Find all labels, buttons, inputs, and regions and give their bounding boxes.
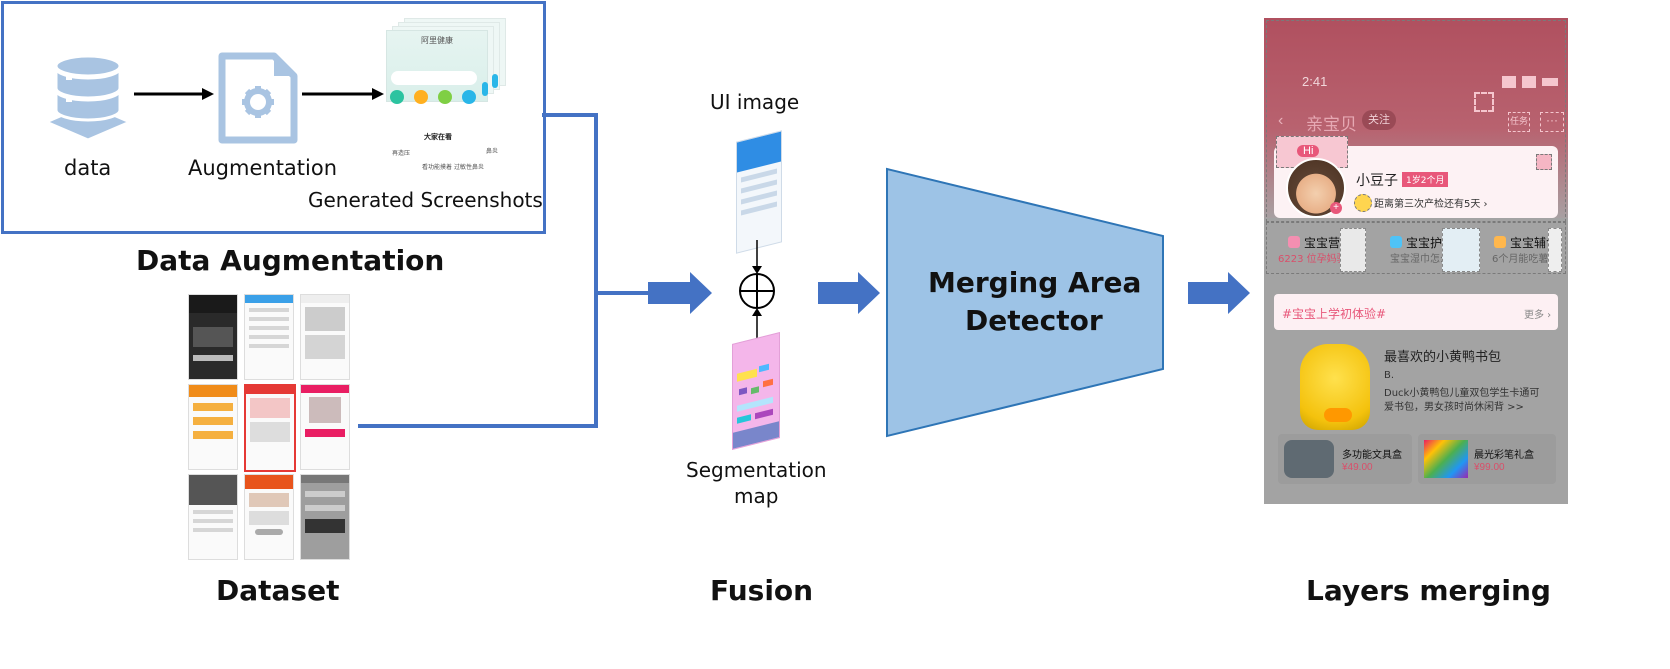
category-1-sub: 6223 位孕妈验证 bbox=[1278, 254, 1357, 265]
segmentation-map-thumbnail bbox=[732, 332, 780, 450]
category-1-icon bbox=[1288, 236, 1300, 248]
follow-label: 关注 bbox=[1368, 113, 1390, 126]
arrow-augmentation-to-screenshots bbox=[302, 88, 384, 100]
product-desc-line2: 爱书包，男女孩时尚休闲背 >> bbox=[1384, 402, 1524, 413]
screenshot-item-1: 再造压 bbox=[392, 150, 411, 157]
item-1-price: ¥49.00 bbox=[1342, 462, 1373, 473]
dataset-thumb-5 bbox=[244, 384, 296, 472]
item-2-image bbox=[1424, 440, 1468, 478]
screenshot-item-2: 看功能摸着 bbox=[422, 164, 453, 171]
layers-merging-screen: 2:41 ‹ 亲宝贝 关注 任务 ··· Hi + 小豆子 1岁2个月 距离第三… bbox=[1264, 18, 1568, 504]
database-icon bbox=[42, 54, 134, 142]
status-icons bbox=[1502, 76, 1560, 88]
ui-image-label: UI image bbox=[710, 90, 800, 114]
dataset-thumb-9 bbox=[300, 474, 350, 560]
merging-area-detector-shape bbox=[886, 167, 1164, 438]
dataset-grid bbox=[188, 294, 350, 560]
item-1-name: 多功能文具盒 bbox=[1342, 450, 1402, 461]
dataset-thumb-6 bbox=[300, 384, 350, 470]
dataset-thumb-7 bbox=[188, 474, 238, 560]
topic-banner-more[interactable]: 更多 › bbox=[1524, 310, 1552, 321]
qr-icon[interactable] bbox=[1474, 92, 1494, 112]
dataset-thumb-1 bbox=[188, 294, 238, 380]
more-icon[interactable]: ··· bbox=[1540, 112, 1564, 132]
screenshot-title: 阿里健康 bbox=[421, 36, 453, 45]
fusion-title: Fusion bbox=[710, 574, 814, 607]
task-button[interactable]: 任务 bbox=[1508, 112, 1530, 132]
arrow-fusion-to-detector bbox=[818, 272, 880, 314]
dataset-thumb-8 bbox=[244, 474, 294, 560]
screenshot-item-4: 鼻炎 bbox=[486, 148, 499, 155]
file-gear-icon bbox=[218, 52, 298, 144]
generated-screenshots-label: Generated Screenshots bbox=[308, 188, 543, 212]
data-augmentation-box bbox=[1, 1, 546, 234]
segmentation-label-line2: map bbox=[734, 484, 779, 508]
dataset-thumb-4 bbox=[188, 384, 238, 470]
detector-label-line2: Detector bbox=[965, 304, 1103, 337]
category-2-sub: 宝宝湿巾怎么选 bbox=[1390, 254, 1460, 265]
augmentation-label: Augmentation bbox=[188, 156, 338, 180]
category-2-icon bbox=[1390, 236, 1402, 248]
item-1-card[interactable]: 多功能文具盒 ¥49.00 bbox=[1278, 434, 1412, 484]
detector-label-line1: Merging Area bbox=[928, 266, 1142, 299]
follow-button[interactable]: 关注 bbox=[1362, 110, 1396, 130]
baby-name: 小豆子 bbox=[1356, 173, 1398, 189]
generated-screenshots: 阿里健康 大家在看 再造压 看功能摸着 过敏性鼻炎 鼻炎 bbox=[386, 18, 510, 171]
data-label: data bbox=[64, 156, 112, 180]
category-3-title[interactable]: 宝宝辅食 bbox=[1510, 236, 1559, 250]
shop-name: 亲宝贝 bbox=[1306, 115, 1357, 135]
edit-icon[interactable] bbox=[1536, 154, 1552, 170]
data-augmentation-title: Data Augmentation bbox=[136, 244, 445, 277]
item-2-name: 晨光彩笔礼盒 bbox=[1474, 450, 1534, 461]
item-2-price: ¥99.00 bbox=[1474, 462, 1505, 473]
product-desc-line1: Duck小黄鸭包儿童双包学生卡通可 bbox=[1384, 388, 1540, 399]
layers-merging-title: Layers merging bbox=[1306, 574, 1551, 607]
category-3-sub: 6个月能吃薯泥 bbox=[1492, 254, 1559, 265]
product-brand: B. bbox=[1384, 370, 1395, 381]
screenshot-item-3: 过敏性鼻炎 bbox=[454, 164, 485, 171]
dataset-thumb-3 bbox=[300, 294, 350, 380]
back-icon[interactable]: ‹ bbox=[1278, 112, 1284, 129]
item-2-card[interactable]: 晨光彩笔礼盒 ¥99.00 bbox=[1418, 434, 1556, 484]
segmentation-label-line1: Segmentation bbox=[686, 458, 827, 482]
status-time: 2:41 bbox=[1302, 74, 1328, 89]
add-icon[interactable]: + bbox=[1330, 202, 1342, 214]
topic-banner-title: #宝宝上学初体验# bbox=[1282, 307, 1387, 321]
connector-lines bbox=[358, 113, 712, 428]
baby-age-badge: 1岁2个月 bbox=[1402, 172, 1449, 187]
checkup-text: 距离第三次产检还有5天 › bbox=[1374, 199, 1488, 210]
checkup-icon bbox=[1354, 194, 1372, 212]
product-title[interactable]: 最喜欢的小黄鸭书包 bbox=[1384, 350, 1502, 365]
screenshot-subtitle: 大家在看 bbox=[424, 133, 452, 141]
dataset-thumb-2 bbox=[244, 294, 294, 380]
topic-banner[interactable]: #宝宝上学初体验# 更多 › bbox=[1274, 294, 1558, 330]
arrow-detector-to-layers bbox=[1188, 272, 1250, 314]
fusion-symbol bbox=[739, 240, 775, 342]
dataset-title: Dataset bbox=[216, 574, 340, 607]
task-label: 任务 bbox=[1509, 117, 1528, 127]
category-3-icon bbox=[1494, 236, 1506, 248]
arrow-data-to-augmentation bbox=[134, 88, 214, 100]
item-1-image bbox=[1284, 440, 1334, 478]
